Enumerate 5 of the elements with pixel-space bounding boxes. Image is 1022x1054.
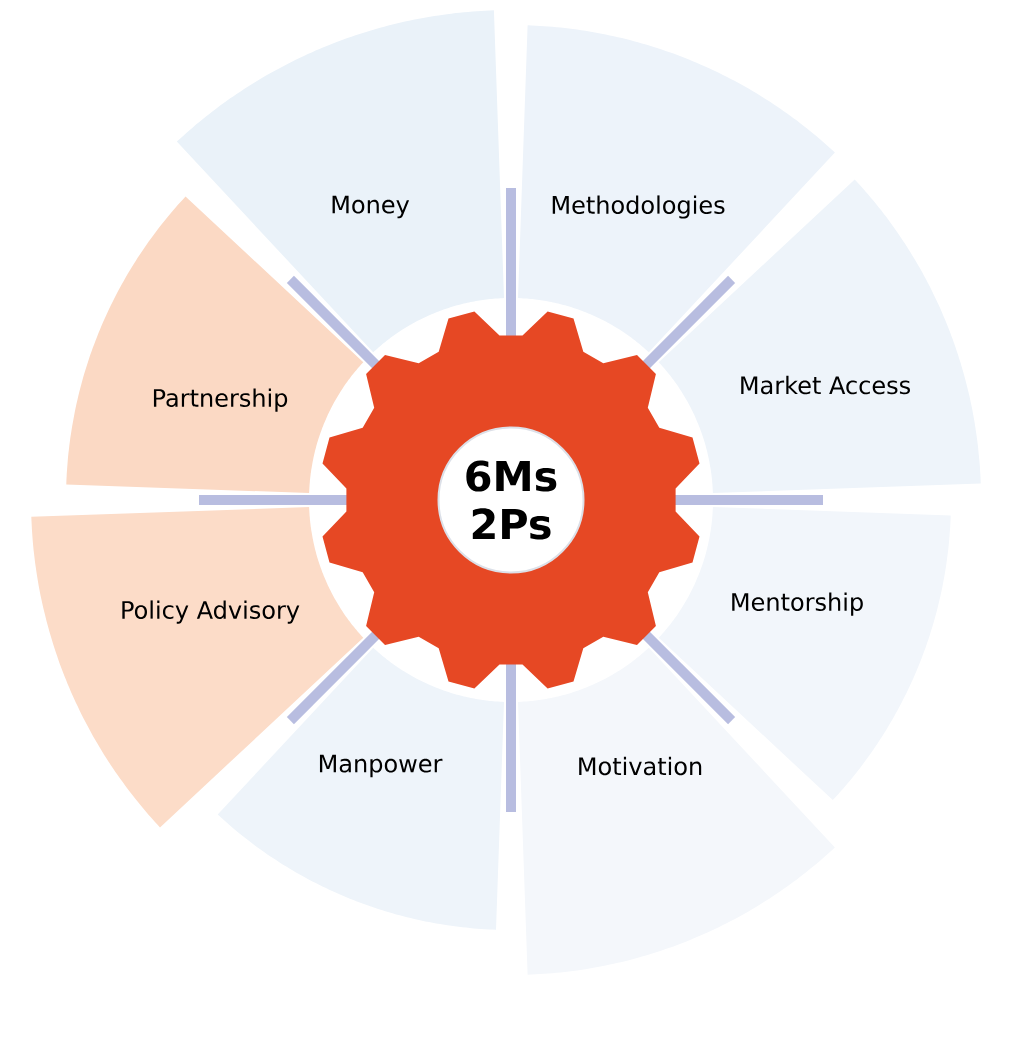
segment: Methodologies: [518, 25, 835, 353]
node-label: Market Access: [741, 375, 910, 395]
segment: Manpower: [217, 647, 504, 930]
segment: Money: [176, 10, 504, 353]
segment: Motivation: [518, 647, 835, 975]
